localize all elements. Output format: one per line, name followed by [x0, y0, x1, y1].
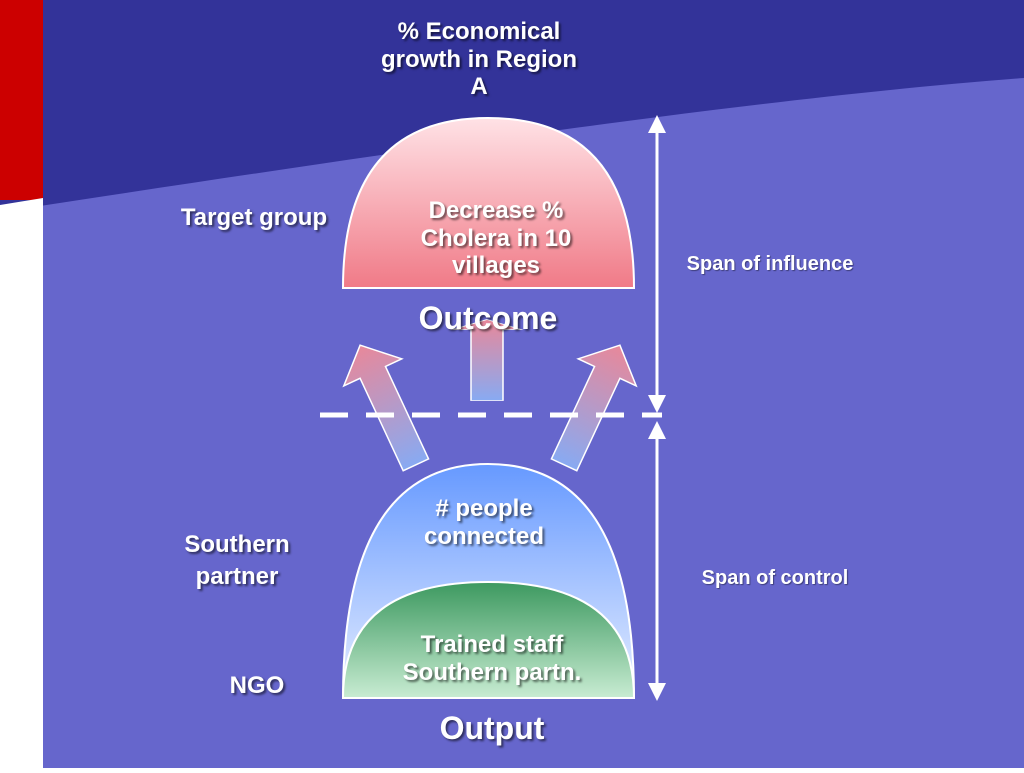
ngo-label: NGO: [229, 672, 285, 699]
southern-partner-line-2: partner: [195, 563, 279, 591]
top-goal-line-1: % Economical: [397, 18, 561, 45]
people-dome-line-2: connected: [423, 522, 545, 550]
outcome-dome: [341, 116, 636, 289]
top-goal-label: % Economical growth in Region A: [381, 18, 577, 101]
outcome-dome-line-1: Decrease %: [428, 197, 564, 224]
southern-partner-line-1: Southern: [184, 531, 290, 558]
outcome-dome-line-3: villages: [451, 252, 541, 280]
output-label: Output: [439, 710, 545, 746]
span-influence-label: Span of influence: [686, 253, 854, 275]
span-control-label: Span of control: [701, 567, 849, 589]
target-group-label: Target group: [180, 204, 328, 231]
staff-dome-line-1: Trained staff: [420, 631, 564, 658]
arrow-right: [550, 344, 638, 472]
top-goal-line-3: A: [470, 73, 488, 101]
staff-dome-label: Trained staff Southern partn.: [403, 631, 582, 686]
arrows-group: [342, 319, 638, 472]
people-dome-line-1: # people: [435, 495, 533, 522]
outcome-dome-line-2: Cholera in 10: [420, 224, 572, 252]
outcome-dome-label: Decrease % Cholera in 10 villages: [421, 197, 572, 280]
top-banner: [0, 0, 1024, 212]
southern-partner-label: Southern partner: [184, 529, 289, 594]
accent-bar: [0, 0, 43, 200]
people-dome-label: # people connected: [424, 495, 544, 550]
staff-dome: [341, 580, 636, 699]
outcome-label: Outcome: [418, 300, 558, 336]
top-goal-line-2: growth in Region: [381, 45, 577, 73]
left-margin: [0, 198, 43, 768]
arrow-left: [342, 344, 430, 472]
arrow-center: [450, 319, 524, 401]
staff-dome-line-2: Southern partn.: [402, 658, 582, 686]
